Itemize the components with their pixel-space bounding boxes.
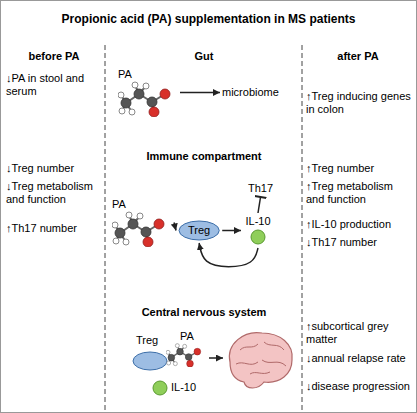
effect-label: Treg	[136, 334, 158, 347]
column-heading: Central nervous system	[110, 306, 298, 319]
brain	[229, 333, 292, 388]
pa-molecule	[112, 211, 172, 247]
node-text: Th17	[248, 182, 273, 195]
text-node: microbiome	[222, 86, 279, 99]
molecule-node: PA	[112, 198, 172, 247]
il10-dot	[243, 228, 273, 246]
effect-label: ↓PA in stool and serum	[6, 72, 102, 98]
effect-label: ↑IL-10 production	[306, 218, 412, 231]
arrow	[222, 230, 241, 232]
column-heading: after PA	[305, 50, 411, 63]
column-heading: Immune compartment	[110, 150, 298, 163]
effect-label: ↓Treg metabolism and function	[6, 180, 102, 206]
pa-molecule	[166, 344, 201, 367]
treg-cell	[133, 352, 167, 370]
column-heading: Gut	[110, 50, 298, 63]
text-node: Th17	[248, 182, 273, 195]
effect-label: ↓Th17 number	[306, 236, 412, 249]
node-text: PA	[118, 68, 178, 81]
column-heading: before PA	[6, 50, 102, 63]
treg-cell: Treg	[178, 220, 220, 241]
effect-label: ↑Treg metabolism and function	[306, 180, 412, 206]
effect-label: PA	[180, 330, 194, 343]
inhibition-line	[258, 197, 261, 213]
node-text: PA	[112, 198, 172, 211]
il10-dot	[153, 381, 167, 395]
node-text: Treg	[188, 224, 210, 237]
arrow	[199, 243, 258, 267]
molecule-node: PA	[118, 68, 178, 117]
node-text: IL-10	[243, 215, 273, 228]
pa-molecule	[118, 81, 178, 117]
arrow	[180, 92, 220, 94]
effect-label: ↑Treg inducing genes in colon	[306, 90, 412, 116]
title: Propionic acid (PA) supplementation in M…	[0, 12, 417, 26]
arrow	[209, 357, 223, 359]
effect-label: ↓disease progression	[306, 380, 412, 393]
effect-label: ↓Treg number	[6, 162, 102, 175]
effect-label: ↓annual relapse rate	[306, 352, 412, 365]
effect-label: ↑Treg number	[306, 162, 412, 175]
effect-label: ↑Th17 number	[6, 222, 102, 235]
column-divider	[302, 45, 303, 410]
effect-label: IL-10	[171, 381, 196, 394]
node-text: microbiome	[222, 86, 279, 99]
cytokine-node: IL-10	[243, 215, 273, 246]
arrow	[174, 223, 176, 231]
column-divider	[105, 45, 106, 410]
effect-label: ↑subcortical grey matter	[306, 320, 412, 346]
